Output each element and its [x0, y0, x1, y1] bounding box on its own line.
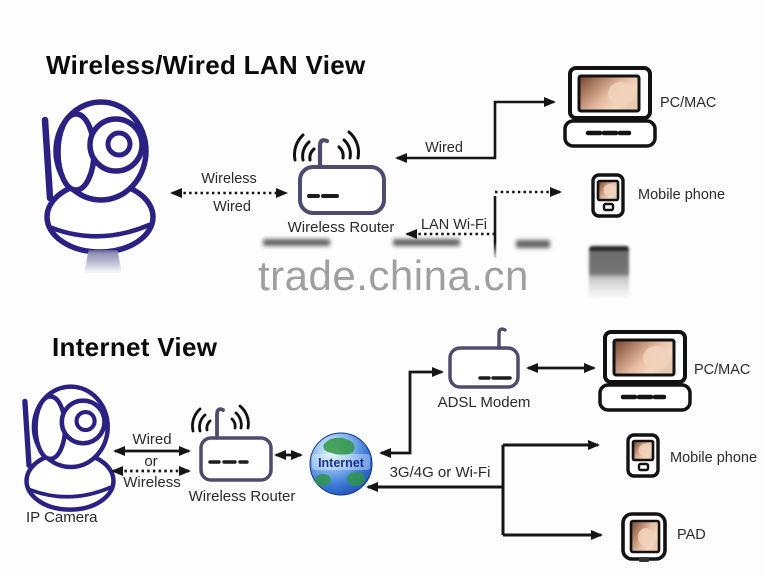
ip-camera-icon: [41, 99, 156, 255]
watermark-fragment: [516, 240, 550, 248]
lan-pc-label: PC/MAC: [660, 95, 717, 111]
lan-wifi-link-arrows: [405, 187, 562, 258]
ip-camera-label: IP Camera: [26, 509, 98, 526]
watermark-blur-box: [589, 246, 629, 298]
camera-base-shadow: [84, 250, 122, 273]
camera-router-link-arrows: [111, 446, 191, 476]
inet-mobile-label: Mobile phone: [670, 450, 758, 466]
internet-modem-link-arrow: [379, 367, 444, 458]
lan-mobile-label: Mobile phone: [638, 187, 726, 203]
wireless-router-icon: [293, 130, 386, 215]
adsl-modem-icon: [448, 327, 520, 389]
lan-router-label: Wireless Router: [287, 219, 395, 236]
watermark-fragment: [263, 239, 330, 246]
inet-link-wired-label: Wired: [132, 431, 172, 448]
inet-router-label: Wireless Router: [188, 488, 296, 505]
lan-view-title: Wireless/Wired LAN View: [46, 50, 366, 80]
pc-mac-icon: [563, 66, 657, 148]
pad-label: PAD: [677, 527, 706, 543]
inet-pc-label: PC/MAC: [694, 362, 751, 378]
ip-camera-icon: [25, 387, 114, 510]
lan-wired-pc-label: Wired: [425, 140, 463, 156]
inet-link-wireless-label: Wireless: [123, 474, 181, 491]
3g4g-wifi-label: 3G/4G or Wi-Fi: [389, 464, 491, 481]
lan-link-wired-label: Wired: [213, 199, 251, 215]
inet-link-or-label: or: [144, 453, 158, 470]
watermark-fragment: [393, 239, 460, 246]
internet-globe-icon: [309, 432, 373, 496]
wireless-router-icon: [191, 404, 273, 482]
pc-mac-icon: [600, 332, 690, 410]
wired-pc-link-arrow: [395, 97, 556, 163]
lan-wifi-label: LAN Wi-Fi: [420, 217, 488, 233]
pad-icon: [621, 512, 667, 562]
mobile-wifi-link-arrows: [366, 440, 603, 540]
mobile-phone-icon: [626, 433, 660, 478]
internet-globe-label: Internet: [318, 456, 364, 470]
watermark-text: trade.china.cn: [258, 252, 529, 299]
internet-view-title: Internet View: [52, 332, 218, 362]
lan-link-wireless-label: Wireless: [201, 171, 257, 187]
mobile-phone-icon: [591, 173, 625, 218]
adsl-modem-label: ADSL Modem: [437, 394, 531, 411]
